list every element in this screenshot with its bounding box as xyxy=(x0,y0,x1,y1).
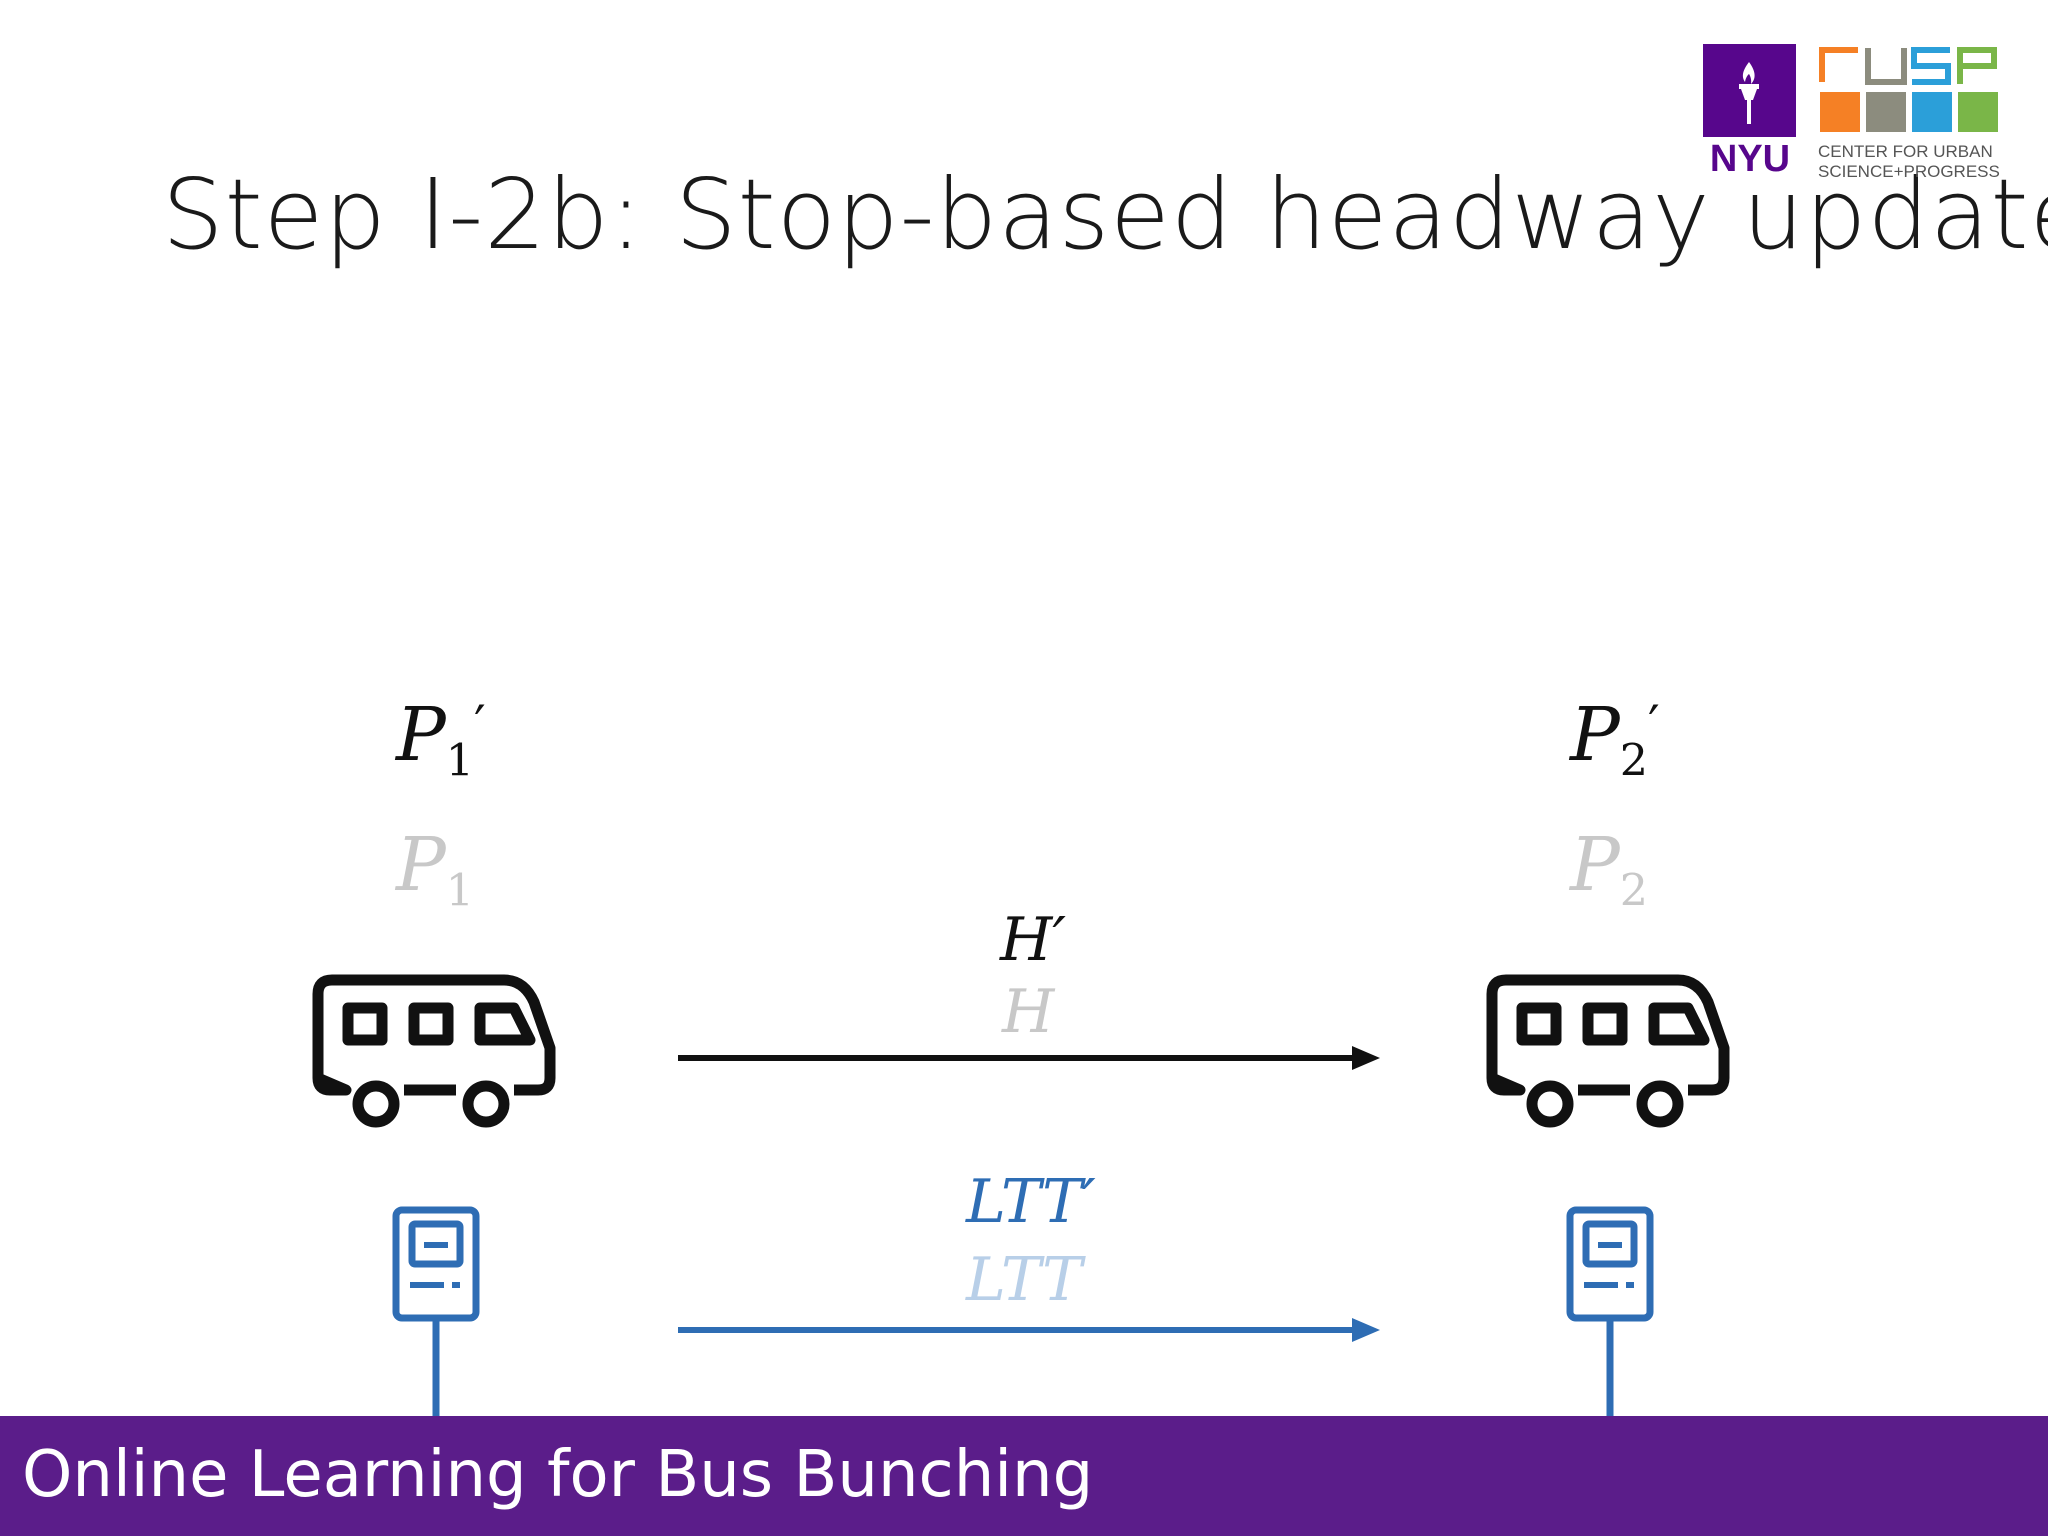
bus2-old-label-sub: 2 xyxy=(1619,865,1649,917)
bus2-old-position-label: P2 xyxy=(1570,828,1648,914)
ltt-old-label: LTT xyxy=(966,1245,1083,1315)
bus1-old-position-label: P1 xyxy=(396,828,474,914)
ltt-arrow-icon xyxy=(678,1318,1380,1342)
headway-arrow-icon xyxy=(678,1046,1380,1070)
bus1-new-position-label: P1′ xyxy=(396,698,486,784)
headway-new-label: H′ xyxy=(1000,905,1066,975)
cusp-logo xyxy=(1818,44,2001,134)
ltt-new-label: LTT′ xyxy=(966,1167,1096,1237)
headway-old-label: H xyxy=(1002,977,1055,1047)
bus1-old-label-sub: 1 xyxy=(445,865,475,917)
bus2-new-label-sub: 2 xyxy=(1619,735,1649,787)
bus1-old-label-base: P xyxy=(396,822,446,908)
bus1-icon xyxy=(306,968,560,1128)
bus2-new-label-prime: ′ xyxy=(1648,694,1660,755)
bus1-new-label-sub: 1 xyxy=(445,735,475,787)
bus2-new-label-base: P xyxy=(1570,692,1620,778)
bus1-new-label-prime: ′ xyxy=(474,694,486,755)
bus1-new-label-base: P xyxy=(396,692,446,778)
cusp-subtitle: CENTER FOR URBAN SCIENCE+PROGRESS xyxy=(1818,142,2008,182)
bus2-icon xyxy=(1480,968,1734,1128)
bus2-old-label-base: P xyxy=(1570,822,1620,908)
cusp-subtitle-line1: CENTER FOR URBAN xyxy=(1818,142,1993,161)
nyu-torch-logo xyxy=(1703,44,1796,137)
footer-text: Online Learning for Bus Bunching xyxy=(22,1438,1094,1512)
slide-title: Step I-2b: Stop-based headway update xyxy=(162,158,2048,271)
bus-stop1-icon xyxy=(390,1206,482,1416)
bus2-new-position-label: P2′ xyxy=(1570,698,1660,784)
bus-stop2-icon xyxy=(1564,1206,1656,1416)
cusp-subtitle-line2: SCIENCE+PROGRESS xyxy=(1818,162,2000,181)
nyu-logo-text: NYU xyxy=(1709,138,1791,180)
footer-bar: Online Learning for Bus Bunching xyxy=(0,1416,2048,1536)
